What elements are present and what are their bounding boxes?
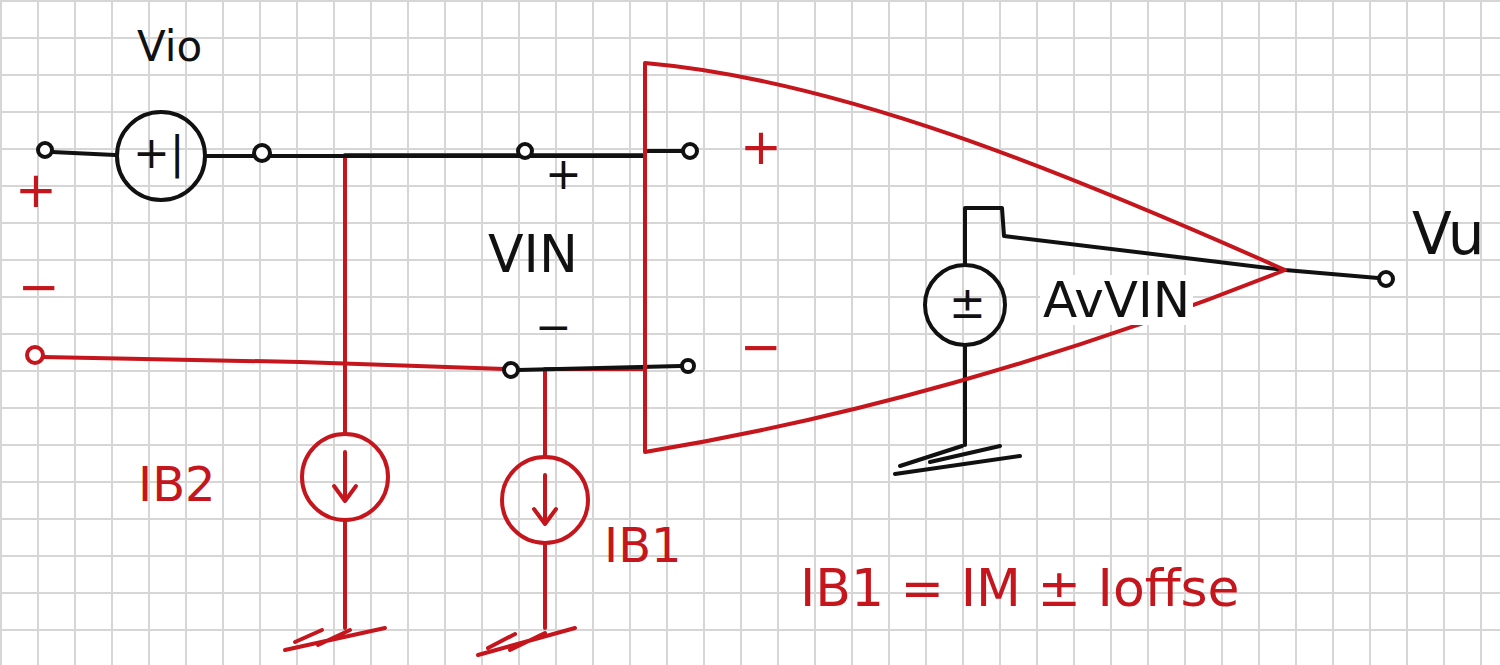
polarity-mark: ± — [949, 281, 986, 325]
wire — [518, 366, 681, 370]
triangle-outline — [645, 63, 1285, 452]
current-arrow — [504, 459, 586, 541]
wire — [645, 149, 683, 153]
input-sign: − — [740, 322, 782, 372]
wire — [343, 522, 347, 628]
terminal — [27, 347, 43, 363]
terminal — [682, 360, 694, 372]
current-arrow — [334, 452, 356, 501]
ground-symbol — [895, 446, 1020, 474]
ground-symbol — [285, 628, 385, 650]
wire — [963, 347, 967, 445]
terminal — [254, 145, 270, 161]
bias-current-name: IB2 — [138, 460, 216, 508]
bias-current-name: IB1 — [604, 521, 682, 569]
terminal-sign: − — [18, 262, 60, 312]
current-arrow — [304, 436, 386, 518]
terminal — [683, 144, 697, 158]
output-name: Vu — [1412, 205, 1485, 263]
wire — [543, 545, 547, 628]
source-name: Vio — [137, 26, 202, 68]
current-arrow — [534, 475, 556, 524]
ground-symbol — [478, 628, 575, 655]
wire — [52, 152, 115, 155]
current-source: IB2 — [300, 432, 390, 522]
voltage-sign: + — [545, 152, 582, 196]
wire-connector — [345, 155, 645, 432]
gain-expression: AvVIN — [1040, 275, 1193, 325]
wire-connector — [545, 369, 645, 455]
signal-name: VIN — [488, 228, 578, 280]
input-sign: + — [740, 122, 782, 172]
polarity-mark: +| — [133, 131, 185, 175]
dependent-source: ±AvVIN — [923, 263, 1007, 347]
terminal — [518, 144, 532, 158]
terminal — [1379, 272, 1393, 286]
current-source: IB1 — [500, 455, 590, 545]
terminal — [38, 143, 52, 157]
terminal-sign: + — [15, 165, 57, 215]
triangle-outline — [640, 60, 1290, 455]
terminal — [504, 363, 518, 377]
opamp-triangle: +−±AvVIN — [640, 60, 1290, 455]
voltage-source: Vio+| — [115, 110, 207, 202]
voltage-sign: − — [535, 305, 572, 349]
wire — [43, 357, 505, 369]
bias-formula: IB1 = IM ± Ioffse — [800, 562, 1240, 614]
